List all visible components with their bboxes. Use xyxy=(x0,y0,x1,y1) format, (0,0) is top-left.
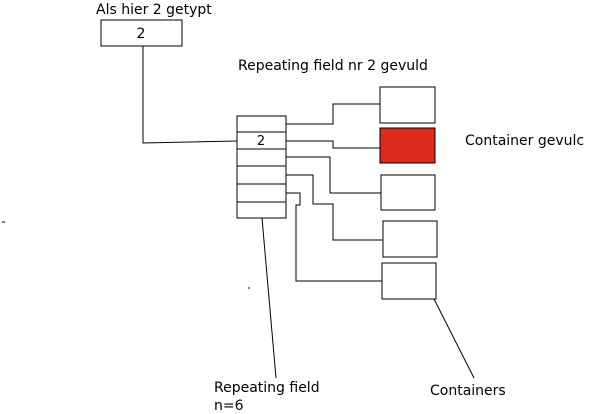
repeating-field-pointer xyxy=(261,217,277,379)
input-to-field-connector xyxy=(142,46,238,144)
repeating-field-label-line1: Repeating field xyxy=(214,380,320,396)
container-2-filled xyxy=(379,127,436,164)
repeating-field-cell-3 xyxy=(236,148,287,167)
repeating-field-cell-4 xyxy=(236,165,287,185)
connector-cell-5 xyxy=(286,192,382,282)
input-caption: Als hier 2 getypt xyxy=(96,2,212,18)
container-3 xyxy=(380,174,436,211)
repeating-field-cell-1 xyxy=(236,115,287,133)
input-box xyxy=(100,19,183,47)
connector-cell-3 xyxy=(286,156,381,194)
container-4 xyxy=(382,220,438,258)
containers-label: Containers xyxy=(430,383,506,399)
repeating-title: Repeating field nr 2 gevuld xyxy=(238,58,428,74)
repeating-field-cell-6 xyxy=(236,201,287,219)
containers-group xyxy=(379,86,438,300)
container-5 xyxy=(381,262,437,300)
repeating-field-label-line2: n=6 xyxy=(214,398,244,414)
filled-container-label: Container gevulc xyxy=(465,133,584,149)
container-1 xyxy=(379,86,436,124)
repeating-field-cell-2-value: 2 xyxy=(257,134,265,149)
connector-cell-1 xyxy=(286,103,380,125)
repeating-field: 2 xyxy=(236,115,287,219)
containers-pointer xyxy=(433,298,475,379)
input-value: 2 xyxy=(137,26,146,42)
repeating-field-cell-5 xyxy=(236,183,287,203)
connector-cell-2 xyxy=(286,140,380,149)
connector-cell-4 xyxy=(286,174,383,241)
